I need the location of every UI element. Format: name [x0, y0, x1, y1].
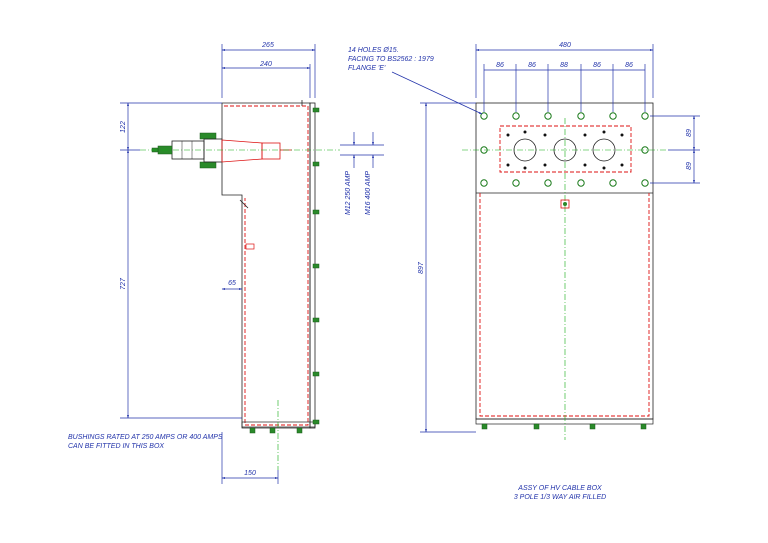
side-inner-outline — [224, 105, 309, 426]
dim-front-overall-height: 897 — [418, 261, 425, 274]
label-m16: M16 400 AMP — [365, 171, 372, 215]
dim-inner-width: 240 — [259, 61, 272, 68]
pitch-dims: 86 86 88 86 86 — [483, 62, 646, 112]
side-body-outline — [221, 102, 311, 429]
dim-top-height: 122 — [120, 121, 127, 133]
side-view: 265 240 122 727 65 150 M12 250 AMP M16 4… — [68, 42, 384, 484]
dim-right-upper: 89 — [686, 129, 693, 137]
front-body-outline — [475, 102, 654, 420]
title-line-1: ASSY OF HV CABLE BOX — [517, 485, 602, 492]
holes-note-line-3: FLANGE 'E' — [348, 65, 386, 72]
holes-note-line-2: FACING TO BS2562 : 1979 — [348, 56, 434, 63]
dim-base-width: 150 — [244, 470, 256, 477]
dim-overall-width: 265 — [261, 42, 274, 49]
pitch-3: 88 — [560, 62, 568, 69]
bushings-note-line-2: CAN BE FITTED IN THIS BOX — [68, 443, 164, 450]
front-inner-outline — [479, 193, 650, 417]
front-gland-bolts — [506, 130, 624, 170]
side-gland-detail — [245, 243, 255, 250]
side-flange-bolts — [312, 107, 320, 425]
front-earth-stud — [560, 199, 570, 209]
front-base-plate — [475, 418, 654, 425]
front-view: 480 86 86 88 86 86 897 89 89 14 — [348, 42, 700, 501]
bushings-note-line-1: BUSHINGS RATED AT 250 AMPS OR 400 AMPS — [68, 434, 223, 441]
front-flange-holes — [480, 112, 649, 187]
front-gland-plate — [499, 125, 632, 173]
dim-right-lower: 89 — [686, 162, 693, 170]
pitch-1: 86 — [496, 62, 504, 69]
label-m12: M12 250 AMP — [345, 171, 352, 215]
pitch-4: 86 — [593, 62, 601, 69]
dim-offset: 65 — [228, 280, 236, 287]
side-base-plate — [241, 421, 316, 428]
holes-note-line-1: 14 HOLES Ø15. — [348, 47, 399, 54]
pitch-2: 86 — [528, 62, 536, 69]
dim-lower-height: 727 — [120, 277, 127, 290]
holes-note-leader — [391, 71, 483, 115]
front-base-feet — [481, 423, 647, 430]
title-line-2: 3 POLE 1/3 WAY AIR FILLED — [514, 494, 606, 501]
dim-front-overall-width: 480 — [559, 42, 571, 49]
pitch-5: 86 — [625, 62, 633, 69]
side-base-feet — [249, 427, 303, 434]
